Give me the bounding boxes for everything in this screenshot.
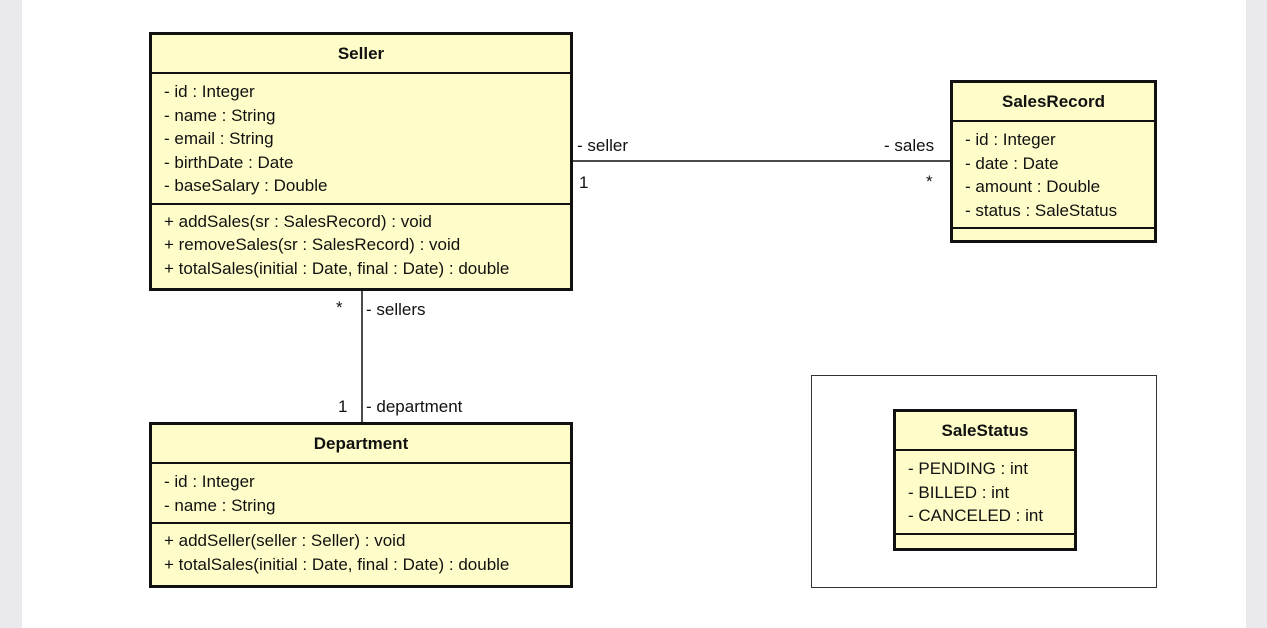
attribute: - email : String	[164, 129, 274, 148]
attribute: - id : Integer	[164, 472, 255, 491]
attribute: - name : String	[164, 495, 276, 515]
operations-section	[896, 535, 1074, 547]
attribute: - id : Integer	[965, 130, 1056, 149]
class-salestatus[interactable]: SaleStatus - PENDING : int - BILLED : in…	[893, 409, 1077, 551]
class-name: SalesRecord	[953, 83, 1154, 122]
class-name: Seller	[152, 35, 570, 74]
role-label-sales: - sales	[884, 136, 935, 155]
role-label-sellers: - sellers	[366, 300, 426, 319]
operation: + removeSales(sr : SalesRecord) : void	[164, 235, 461, 254]
operations-section: + addSeller(seller : Seller) : void + to…	[152, 524, 570, 581]
attribute: - date : Date	[965, 153, 1059, 173]
attribute: - baseSalary : Double	[164, 176, 328, 195]
role-label-seller: - seller	[577, 136, 629, 155]
class-name: Department	[152, 425, 570, 464]
multiplicity-sellers: *	[336, 298, 343, 317]
class-department[interactable]: Department - id : Integer - name : Strin…	[149, 422, 573, 588]
attribute: - id : Integer	[164, 82, 255, 101]
attribute: - name : String	[164, 105, 276, 125]
attribute: - CANCELED : int	[908, 506, 1044, 525]
attributes-section: - PENDING : int - BILLED : int - CANCELE…	[896, 451, 1074, 535]
multiplicity-seller: 1	[579, 173, 589, 192]
attributes-section: - id : Integer - name : String	[152, 464, 570, 524]
role-label-department: - department	[366, 397, 463, 416]
operation: + totalSales(initial : Date, final : Dat…	[164, 258, 510, 278]
association-lines	[361, 160, 952, 424]
operations-section: + addSales(sr : SalesRecord) : void + re…	[152, 205, 570, 286]
attribute: - status : SaleStatus	[965, 200, 1118, 220]
operation: + totalSales(initial : Date, final : Dat…	[164, 554, 510, 574]
attribute: - birthDate : Date	[164, 152, 294, 172]
attribute: - BILLED : int	[908, 482, 1010, 502]
class-salesrecord[interactable]: SalesRecord - id : Integer - date : Date…	[950, 80, 1157, 243]
operation: + addSales(sr : SalesRecord) : void	[164, 211, 432, 231]
attribute: - amount : Double	[965, 177, 1101, 196]
operation: + addSeller(seller : Seller) : void	[164, 531, 406, 550]
diagram-canvas: Seller - id : Integer - name : String - …	[22, 0, 1246, 628]
class-seller[interactable]: Seller - id : Integer - name : String - …	[149, 32, 573, 291]
multiplicity-department: 1	[338, 397, 348, 416]
multiplicity-sales: *	[926, 172, 933, 191]
attribute: - PENDING : int	[908, 459, 1028, 478]
attributes-section: - id : Integer - name : String - email :…	[152, 74, 570, 205]
operations-section	[953, 229, 1154, 241]
attributes-section: - id : Integer - date : Date - amount : …	[953, 122, 1154, 229]
class-name: SaleStatus	[896, 412, 1074, 451]
